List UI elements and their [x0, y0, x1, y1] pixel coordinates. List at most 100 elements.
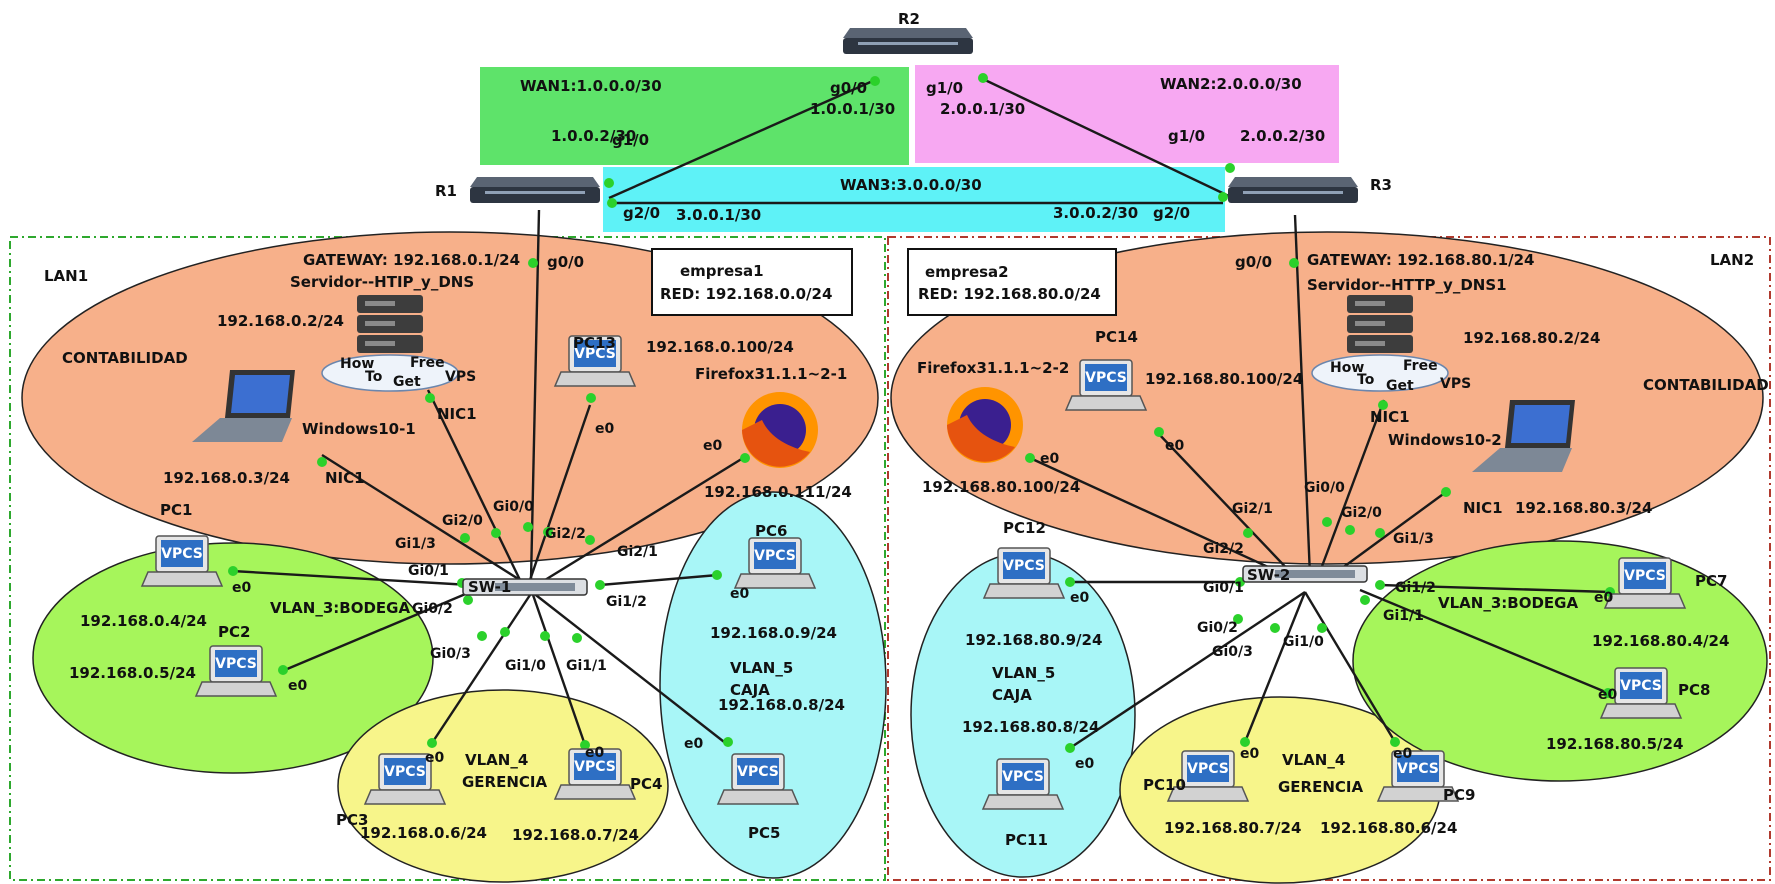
- vpcs-label: VPCS: [1397, 761, 1439, 777]
- r1-g20-ip: 3.0.0.1/30: [676, 206, 761, 224]
- lan1-nic1-server: NIC1: [437, 405, 477, 423]
- switch-sw1[interactable]: [462, 578, 588, 596]
- lan1-firefox-ip: 192.168.0.111/24: [704, 483, 852, 501]
- server-icon[interactable]: [1311, 295, 1449, 392]
- lan2-pc11-label: PC11: [1005, 831, 1048, 849]
- lan1-vlan3-label: VLAN_3:BODEGA: [270, 599, 410, 617]
- r1-g00-label: g0/0: [547, 253, 584, 271]
- lan2-server-name: Servidor--HTTP_y_DNS1: [1307, 276, 1507, 294]
- lan2-pc11-e0: e0: [1075, 756, 1094, 772]
- vpcs-label: VPCS: [737, 764, 779, 780]
- router-r1-label: R1: [435, 182, 457, 200]
- lan1-port-gi00: Gi0/0: [493, 499, 534, 515]
- firefox-icon[interactable]: [947, 387, 1023, 463]
- lan2-pc9-ip: 192.168.80.6/24: [1320, 819, 1457, 837]
- vpcs-label: VPCS: [1003, 558, 1045, 574]
- vpcs-pc11-icon[interactable]: VPCS: [982, 758, 1064, 810]
- vpcs-pc12-icon[interactable]: VPCS: [983, 547, 1065, 599]
- lan1-pc4-label: PC4: [630, 775, 662, 793]
- vpcs-pc4-icon[interactable]: VPCS: [554, 748, 636, 800]
- router-r2[interactable]: [843, 28, 973, 54]
- lan2-info-box: [907, 248, 1117, 316]
- vpcs-label: VPCS: [1187, 761, 1229, 777]
- r3-g20-ip: 3.0.0.2/30: [1053, 204, 1138, 222]
- lan2-frame: [887, 236, 1771, 881]
- lan1-box-red: RED: 192.168.0.0/24: [660, 285, 832, 303]
- lan1-vlan5-zone: [659, 491, 887, 879]
- lan1-info-box: [651, 248, 853, 316]
- lan2-windows-label: Windows10-2: [1388, 431, 1502, 449]
- server-icon[interactable]: [321, 295, 459, 392]
- lan1-port-gi21: Gi2/1: [617, 544, 658, 560]
- lan2-links: [1029, 399, 1611, 749]
- wan2-label: WAN2:2.0.0.0/30: [1160, 75, 1302, 93]
- laptop-icon[interactable]: [192, 370, 295, 442]
- lan2-nic1-laptop: NIC1: [1463, 499, 1503, 517]
- vpcs-pc9-icon[interactable]: VPCS: [1377, 750, 1459, 802]
- lan2-vlan5-sub: CAJA: [992, 686, 1032, 704]
- r3-g10-ip: 2.0.0.2/30: [1240, 127, 1325, 145]
- vpcs-pc5-icon[interactable]: VPCS: [717, 753, 799, 805]
- router-r1[interactable]: [470, 177, 600, 203]
- lan2-pc14-label: PC14: [1095, 328, 1138, 346]
- vpcs-pc8-icon[interactable]: VPCS: [1600, 667, 1682, 719]
- laptop-icon[interactable]: [1472, 400, 1575, 472]
- lan2-port-gi22: Gi2/2: [1203, 541, 1244, 557]
- vpcs-pc6-icon[interactable]: VPCS: [734, 537, 816, 589]
- lan1-port-gi10: Gi1/0: [505, 658, 546, 674]
- wan3-zone: [603, 167, 1225, 232]
- lan1-vlan4-label: VLAN_4: [465, 751, 528, 769]
- lan2-nic1-server: NIC1: [1370, 408, 1410, 426]
- lan2-pc7-ip: 192.168.80.4/24: [1592, 632, 1729, 650]
- lan2-windows-ip: 192.168.80.3/24: [1515, 499, 1652, 517]
- link-endpoint-dots: [228, 73, 1615, 753]
- lan1-pc3-e0: e0: [425, 750, 444, 766]
- lan1-server-ip: 192.168.0.2/24: [217, 312, 344, 330]
- lan1-gateway: GATEWAY: 192.168.0.1/24: [303, 251, 520, 269]
- lan2-pc10-label: PC10: [1143, 776, 1186, 794]
- lan2-firefox-ip: 192.168.80.100/24: [922, 478, 1080, 496]
- r1-g20-label: g2/0: [623, 204, 660, 222]
- lan2-port-gi02: Gi0/2: [1197, 620, 1238, 636]
- lan2-box-name: empresa2: [925, 263, 1009, 281]
- lan2-port-gi20: Gi2/0: [1341, 505, 1382, 521]
- lan1-pc3-label: PC3: [336, 811, 368, 829]
- switch-sw2[interactable]: [1242, 565, 1368, 583]
- lan2-box-red: RED: 192.168.80.0/24: [918, 285, 1101, 303]
- vpcs-pc10-icon[interactable]: VPCS: [1167, 750, 1249, 802]
- router-r3[interactable]: [1228, 177, 1358, 203]
- lan1-pc5-label: PC5: [748, 824, 780, 842]
- lan2-pc8-ip: 192.168.80.5/24: [1546, 735, 1683, 753]
- lan2-port-gi10: Gi1/0: [1283, 634, 1324, 650]
- vpcs-label: VPCS: [754, 548, 796, 564]
- r2-g10-label: g1/0: [926, 79, 963, 97]
- lan1-pc2-label: PC2: [218, 623, 250, 641]
- vpcs-pc7-icon[interactable]: VPCS: [1604, 557, 1686, 609]
- vpcs-label: VPCS: [1002, 769, 1044, 785]
- vpcs-pc2-icon[interactable]: VPCS: [195, 645, 277, 697]
- cloud-free-label: Free: [1403, 358, 1438, 374]
- cloud-to-label: To: [365, 369, 383, 385]
- lan2-pc14-ip: 192.168.80.100/24: [1145, 370, 1303, 388]
- cloud-get-label: Get: [393, 374, 421, 390]
- lan1-pc13-e0: e0: [595, 421, 614, 437]
- lan1-port-gi03: Gi0/3: [430, 646, 471, 662]
- router-r3-label: R3: [1370, 176, 1392, 194]
- cloud-free-label: Free: [410, 355, 445, 371]
- lan1-vlan5-label: VLAN_5: [730, 659, 793, 677]
- vpcs-pc1-icon[interactable]: VPCS: [141, 535, 223, 587]
- lan1-contabilidad: CONTABILIDAD: [62, 349, 188, 367]
- lan1-links: [231, 389, 749, 746]
- cloud-get-label: Get: [1386, 378, 1414, 394]
- vpcs-pc3-icon[interactable]: VPCS: [364, 753, 446, 805]
- lan1-pc4-ip: 192.168.0.7/24: [512, 826, 639, 844]
- vpcs-pc13-icon[interactable]: VPCS: [554, 335, 636, 387]
- vpcs-label: VPCS: [215, 656, 257, 672]
- firefox-icon[interactable]: [742, 392, 818, 468]
- lan2-contabilidad: CONTABILIDAD: [1643, 376, 1769, 394]
- lan1-switch-label: SW-1: [468, 578, 511, 596]
- lan1-port-gi02: Gi0/2: [412, 601, 453, 617]
- cloud-how-label: How: [1330, 360, 1364, 376]
- vpcs-pc14-icon[interactable]: VPCS: [1065, 359, 1147, 411]
- lan2-pc9-label: PC9: [1443, 786, 1475, 804]
